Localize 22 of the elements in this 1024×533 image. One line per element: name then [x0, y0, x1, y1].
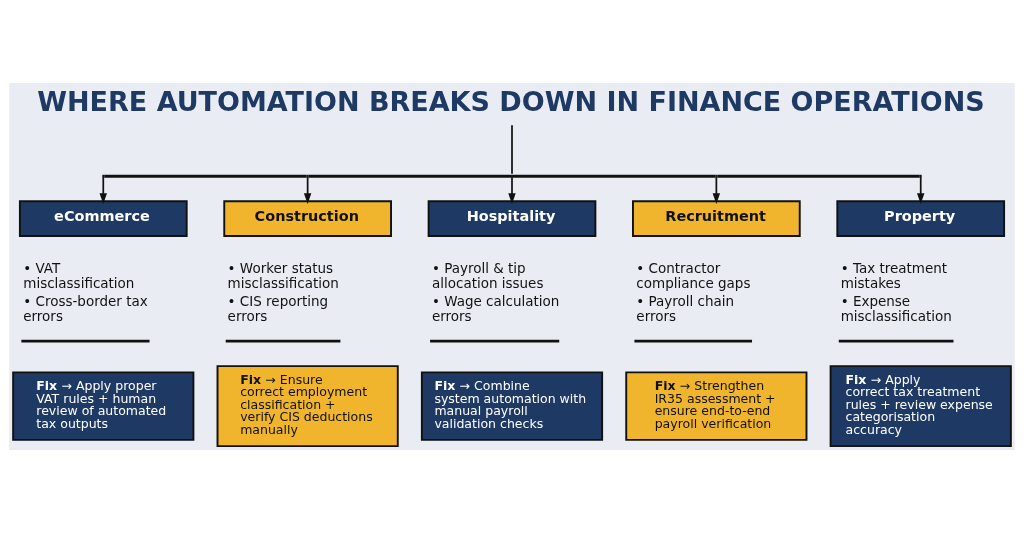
node-label: • CIS reporting errors	[227, 293, 329, 324]
node-box: eCommerce	[18, 200, 188, 237]
node-box: Fix → Apply proper VAT rules + human review of automated tax outputs	[12, 371, 195, 441]
node-box: Fix → Combine system automation with manual payroll validation checks	[420, 371, 604, 441]
node-label: • Contractor compliance gaps	[636, 260, 751, 291]
node-label: • Payroll chain errors	[636, 293, 735, 324]
node-box: Fix → Ensure correct employment classification + verify CIS deductions manually	[216, 365, 399, 448]
node-label: • Cross-border tax errors	[23, 293, 148, 324]
diagram-title: WHERE AUTOMATION BREAKS DOWN IN FINANCE OPERATIONS	[37, 86, 985, 118]
node-box: Fix → Strengthen IR35 assessment + ensure end-to-end payroll verification	[625, 371, 808, 441]
node-label: • VAT misclassification	[23, 260, 135, 291]
node-box: Recruitment	[632, 200, 801, 237]
node-label: • Wage calculation errors	[431, 293, 560, 324]
node-box: Hospitality	[427, 200, 597, 237]
node-label: • Payroll & tip allocation issues	[431, 260, 544, 291]
node-box: Fix → Apply correct tax treatment rules + review expense categorisation accuracy	[829, 365, 1012, 448]
connector	[511, 124, 513, 175]
node-label: • Expense misclassification	[840, 293, 952, 324]
node-label: • Worker status misclassification	[227, 260, 339, 291]
node-label: • Tax treatment mistakes	[840, 260, 948, 291]
node-box: Construction	[223, 200, 392, 237]
node-box: Property	[836, 200, 1006, 237]
